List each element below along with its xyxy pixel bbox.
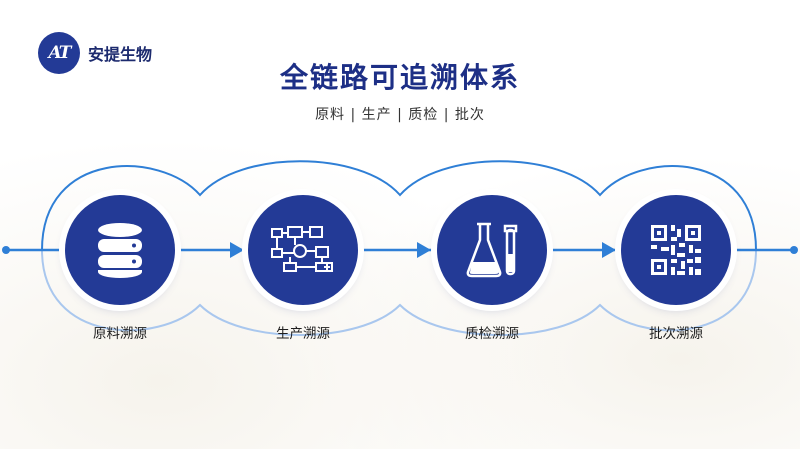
node-quality-check	[437, 195, 547, 305]
brand-logo: AT 安提生物	[38, 32, 152, 74]
page-title: 全链路可追溯体系	[279, 61, 520, 94]
qr-code-icon	[651, 225, 701, 275]
arrow-icon	[602, 242, 616, 258]
arrow-icon	[417, 242, 431, 258]
node-batch	[621, 195, 731, 305]
logo-mark: AT	[38, 32, 80, 74]
node-label-quality-check: 质检溯源	[465, 326, 519, 342]
node-label-production: 生产溯源	[276, 326, 330, 342]
node-raw-material	[65, 195, 175, 305]
flask-icon	[466, 222, 518, 278]
node-production	[248, 195, 358, 305]
flowchart-icon	[271, 226, 333, 272]
node-label-batch: 批次溯源	[649, 326, 703, 342]
brand-name: 安提生物	[88, 45, 153, 64]
database-icon	[98, 223, 142, 278]
node-label-raw-material: 原料溯源	[93, 326, 147, 342]
arrow-icon	[230, 242, 244, 258]
page-subtitle: 原料 | 生产 | 质检 | 批次	[315, 107, 485, 123]
